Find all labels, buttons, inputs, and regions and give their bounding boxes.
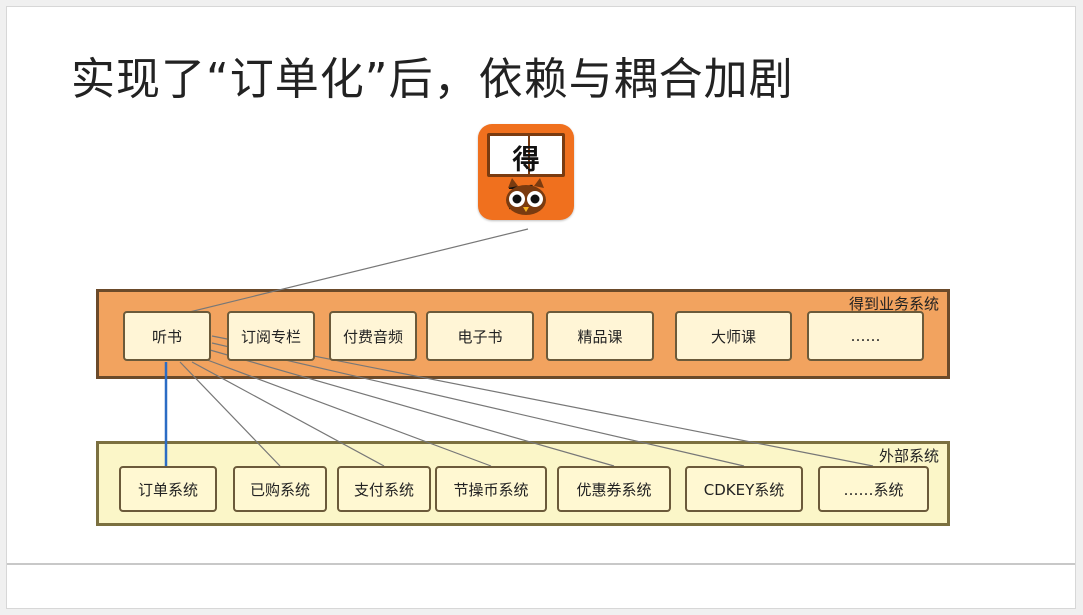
node-dianzishu: 电子书 — [426, 311, 534, 361]
dedao-logo: 得到 — [478, 124, 574, 220]
node-tingshu: 听书 — [123, 311, 211, 361]
node-fufei-yinpin: 付费音频 — [329, 311, 417, 361]
slide-title: 实现了“订单化”后，依赖与耦合加剧 — [71, 54, 794, 105]
node-zhifu-xitong: 支付系统 — [337, 466, 431, 512]
node-youhuiquan-xitong: 优惠券系统 — [557, 466, 671, 512]
node-more-business: …… — [807, 311, 924, 361]
divider — [7, 563, 1075, 565]
node-cdkey-xitong: CDKEY系统 — [685, 466, 803, 512]
node-dingdan-xitong: 订单系统 — [119, 466, 217, 512]
node-jiecaobi-xitong: 节操币系统 — [435, 466, 547, 512]
node-more-xitong: ……系统 — [818, 466, 929, 512]
business-layer-label: 得到业务系统 — [848, 295, 939, 313]
node-yigou-xitong: 已购系统 — [233, 466, 327, 512]
owl-icon — [506, 178, 546, 215]
node-dashike: 大师课 — [675, 311, 792, 361]
node-dingyue-zhuanlan: 订阅专栏 — [227, 311, 315, 361]
node-jingpinke: 精品课 — [546, 311, 654, 361]
external-layer-label: 外部系统 — [878, 447, 939, 465]
